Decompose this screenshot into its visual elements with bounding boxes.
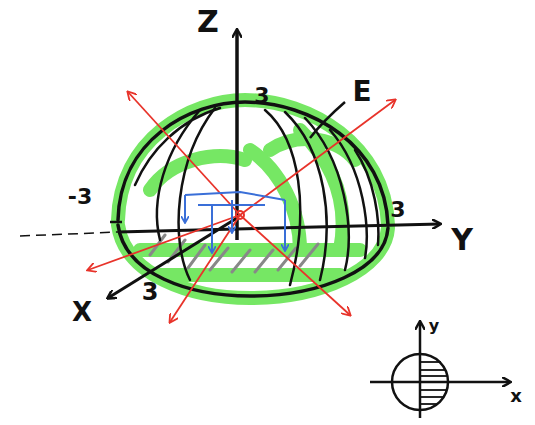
inset-axis-label: y <box>429 318 439 334</box>
axis-tick: 3 <box>142 280 159 304</box>
region-label: E <box>352 78 371 106</box>
axis-label: Y <box>451 225 473 255</box>
axis-tick: -3 <box>68 186 92 208</box>
axis-tick: 3 <box>390 199 405 221</box>
axis-tick: 3 <box>254 85 269 107</box>
inset-axis-label: x <box>510 387 522 405</box>
axis-label: X <box>72 299 92 325</box>
axis-label: Z <box>197 7 219 37</box>
